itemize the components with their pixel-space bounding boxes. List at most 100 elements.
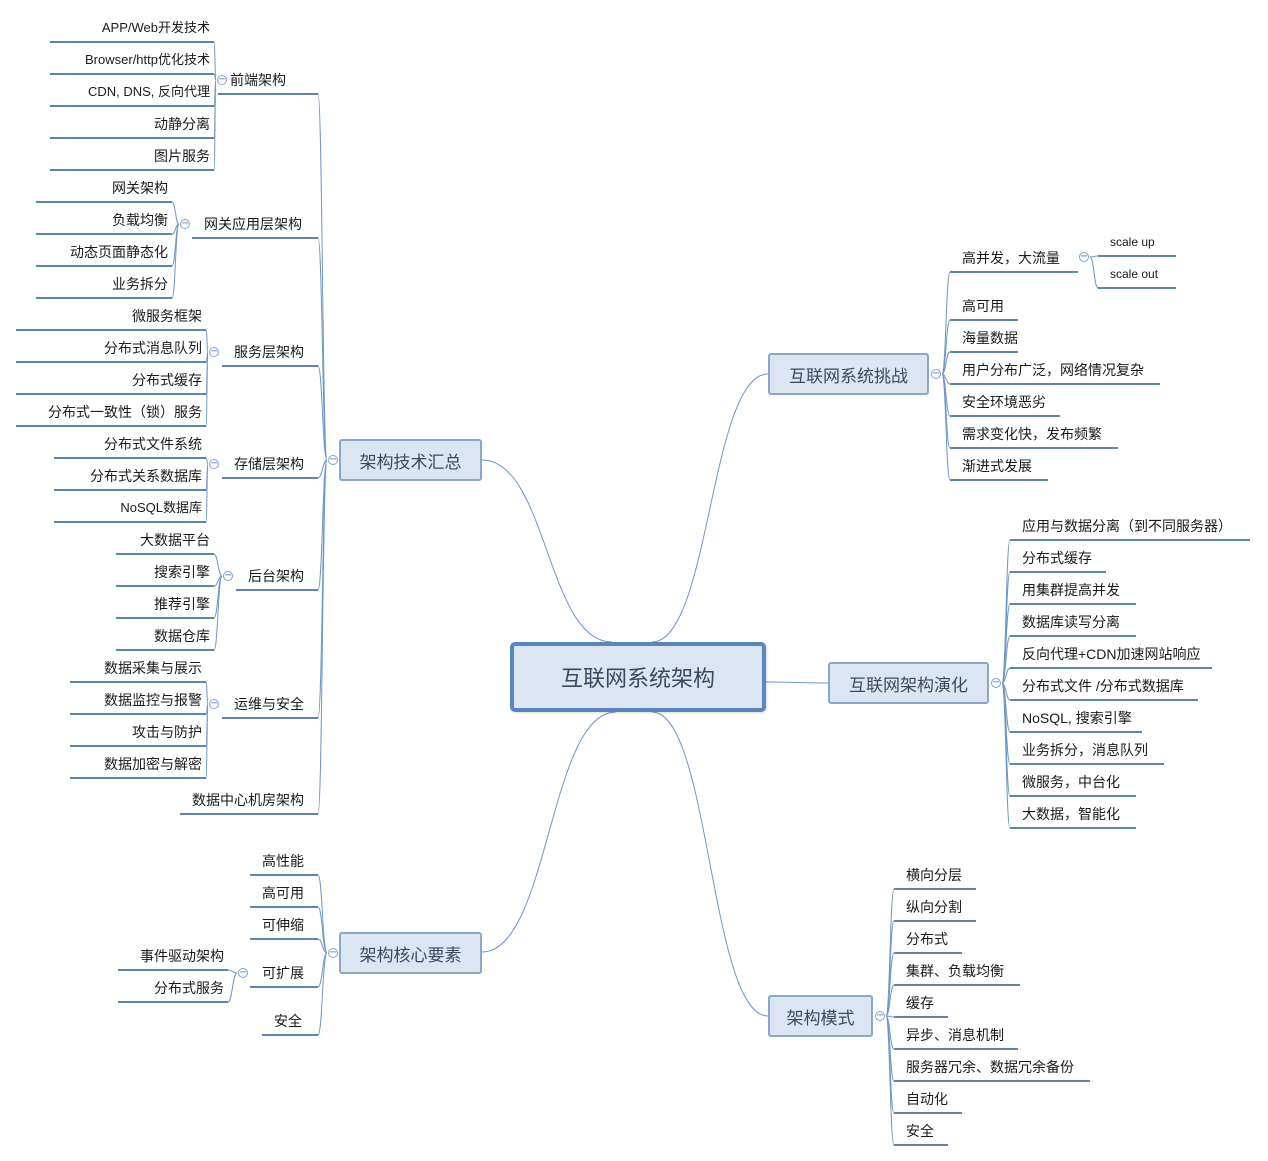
tech-service-child-link-3 bbox=[205, 351, 209, 427]
tech-frontend-child-link-4 bbox=[213, 79, 217, 171]
patterns-link-3 bbox=[885, 984, 895, 1017]
tech-service-child-2: 分布式缓存 bbox=[132, 372, 202, 388]
tech-frontend-label: 前端架构 bbox=[230, 72, 286, 88]
tech-backend-child-2: 推荐引擎 bbox=[154, 596, 210, 612]
challenges-traffic-toggle-icon[interactable]: − bbox=[1079, 251, 1089, 262]
patterns-item-6: 服务器冗余、数据冗余备份 bbox=[906, 1059, 1074, 1075]
challenges-node[interactable]: 互联网系统挑战 bbox=[768, 353, 929, 395]
tech-gateway-child-0: 网关架构 bbox=[112, 180, 168, 196]
challenges-item-0: 高可用 bbox=[962, 298, 1004, 314]
tech-service-child-1: 分布式消息队列 bbox=[104, 340, 202, 356]
challenges-traffic-item-1: scale out bbox=[1110, 267, 1159, 281]
evolution-item-2: 用集群提高并发 bbox=[1022, 582, 1120, 598]
tech-storage-child-link-2 bbox=[205, 463, 209, 523]
patterns-item-8: 安全 bbox=[906, 1123, 934, 1139]
tech-storage-child-1: 分布式关系数据库 bbox=[90, 468, 202, 484]
core-scalable-toggle-icon[interactable]: − bbox=[238, 967, 248, 978]
tech-summary-toggle-icon[interactable]: − bbox=[328, 454, 338, 465]
patterns-item-5: 异步、消息机制 bbox=[906, 1027, 1004, 1043]
tech-gateway-child-3: 业务拆分 bbox=[112, 276, 168, 292]
tech-gateway-child-link-0 bbox=[171, 201, 180, 225]
core-item-0: 高性能 bbox=[262, 853, 304, 869]
tech-ops-child-link-0 bbox=[205, 681, 209, 705]
challenges-toggle-icon[interactable]: − bbox=[931, 368, 941, 379]
tech-backend-child-link-3 bbox=[213, 575, 223, 651]
core-link-2 bbox=[317, 938, 328, 954]
tech-ops-child-3: 数据加密与解密 bbox=[104, 756, 202, 772]
core-security: 安全 bbox=[274, 1013, 302, 1029]
tech-storage-child-0: 分布式文件系统 bbox=[104, 436, 202, 452]
tech-summary-node[interactable]: 架构技术汇总 bbox=[339, 439, 482, 481]
tech-frontend-child-2: CDN, DNS, 反向代理 bbox=[87, 84, 210, 99]
tech-summary-link-ops bbox=[317, 459, 328, 719]
evolution-item-7: 业务拆分，消息队列 bbox=[1022, 742, 1148, 758]
core-elements-node[interactable]: 架构核心要素 bbox=[339, 932, 482, 974]
evolution-node[interactable]: 互联网架构演化 bbox=[828, 662, 989, 704]
tech-summary-link-storage bbox=[317, 459, 328, 479]
challenges-item-2: 用户分布广泛，网络情况复杂 bbox=[962, 362, 1144, 378]
patterns-link-4 bbox=[885, 1015, 895, 1018]
challenges-traffic-link-0 bbox=[1089, 255, 1099, 258]
tech-storage-toggle-icon[interactable]: − bbox=[209, 458, 219, 469]
tech-gateway-child-2: 动态页面静态化 bbox=[70, 244, 168, 260]
patterns-toggle-icon[interactable]: − bbox=[875, 1010, 885, 1021]
tech-frontend-toggle-icon[interactable]: − bbox=[217, 74, 227, 85]
challenges-item-3: 安全环境恶劣 bbox=[962, 394, 1046, 410]
tech-backend-child-link-0 bbox=[213, 553, 223, 577]
core-link-security bbox=[317, 952, 328, 1036]
tech-summary-link-service bbox=[317, 365, 328, 461]
patterns-item-2: 分布式 bbox=[906, 931, 948, 947]
center-topic[interactable]: 互联网系统架构 bbox=[510, 642, 766, 712]
patterns-item-0: 横向分层 bbox=[906, 867, 962, 883]
tech-summary-link-gateway bbox=[317, 237, 328, 461]
core-item-2: 可伸缩 bbox=[262, 917, 304, 933]
evolution-item-3: 数据库读写分离 bbox=[1022, 614, 1120, 630]
evolution-toggle-icon[interactable]: − bbox=[991, 677, 1001, 688]
patterns-item-7: 自动化 bbox=[906, 1091, 948, 1107]
tech-ops-child-2: 攻击与防护 bbox=[132, 724, 202, 740]
evolution-item-0: 应用与数据分离（到不同服务器） bbox=[1022, 518, 1232, 534]
tech-backend-toggle-icon[interactable]: − bbox=[223, 570, 233, 581]
evolution-link-1 bbox=[1001, 571, 1011, 684]
tech-service-toggle-icon[interactable]: − bbox=[209, 346, 219, 357]
challenges-traffic-link-1 bbox=[1089, 256, 1099, 289]
tech-service-child-3: 分布式一致性（锁）服务 bbox=[48, 404, 202, 420]
tech-storage-child-2: NoSQL数据库 bbox=[120, 500, 202, 515]
evolution-link-3 bbox=[1001, 635, 1011, 684]
tech-frontend-child-0: APP/Web开发技术 bbox=[101, 20, 210, 35]
core-elements-toggle-icon[interactable]: − bbox=[328, 947, 338, 958]
patterns-node[interactable]: 架构模式 bbox=[768, 995, 873, 1037]
core-scalable-child-0: 事件驱动架构 bbox=[140, 948, 224, 964]
tech-frontend-child-3: 动静分离 bbox=[154, 116, 210, 132]
tech-backend-label: 后台架构 bbox=[248, 568, 304, 584]
tech-service-label: 服务层架构 bbox=[234, 344, 304, 360]
evolution-item-9: 大数据，智能化 bbox=[1022, 806, 1120, 822]
tech-storage-label: 存储层架构 bbox=[234, 456, 304, 472]
evolution-item-6: NoSQL, 搜索引擎 bbox=[1022, 710, 1132, 726]
challenges-item-1: 海量数据 bbox=[962, 330, 1018, 346]
tech-frontend-child-1: Browser/http优化技术 bbox=[85, 52, 210, 67]
tech-gateway-child-link-3 bbox=[171, 223, 180, 299]
tech-gateway-label: 网关应用层架构 bbox=[204, 216, 302, 232]
patterns-link-8 bbox=[885, 1015, 895, 1146]
evolution-item-4: 反向代理+CDN加速网站响应 bbox=[1022, 646, 1201, 662]
tech-ops-toggle-icon[interactable]: − bbox=[209, 698, 219, 709]
evolution-link-9 bbox=[1001, 682, 1011, 829]
tech-ops-child-1: 数据监控与报警 bbox=[104, 692, 202, 708]
core-link-0 bbox=[317, 874, 328, 954]
tech-gateway-toggle-icon[interactable]: − bbox=[180, 218, 190, 229]
evolution-item-5: 分布式文件 /分布式数据库 bbox=[1022, 678, 1184, 694]
patterns-item-4: 缓存 bbox=[906, 995, 934, 1011]
tech-service-child-0: 微服务框架 bbox=[132, 308, 202, 324]
tech-backend-child-0: 大数据平台 bbox=[140, 532, 210, 548]
patterns-item-1: 纵向分割 bbox=[906, 899, 962, 915]
patterns-item-3: 集群、负载均衡 bbox=[906, 963, 1004, 979]
evolution-item-1: 分布式缓存 bbox=[1022, 550, 1092, 566]
center-link-patterns bbox=[651, 711, 769, 1017]
core-scalable-child-link-1 bbox=[227, 972, 238, 1003]
challenges-link-5 bbox=[941, 373, 951, 481]
center-link-evolution bbox=[765, 681, 829, 684]
tech-summary-link-datacenter bbox=[317, 459, 328, 815]
